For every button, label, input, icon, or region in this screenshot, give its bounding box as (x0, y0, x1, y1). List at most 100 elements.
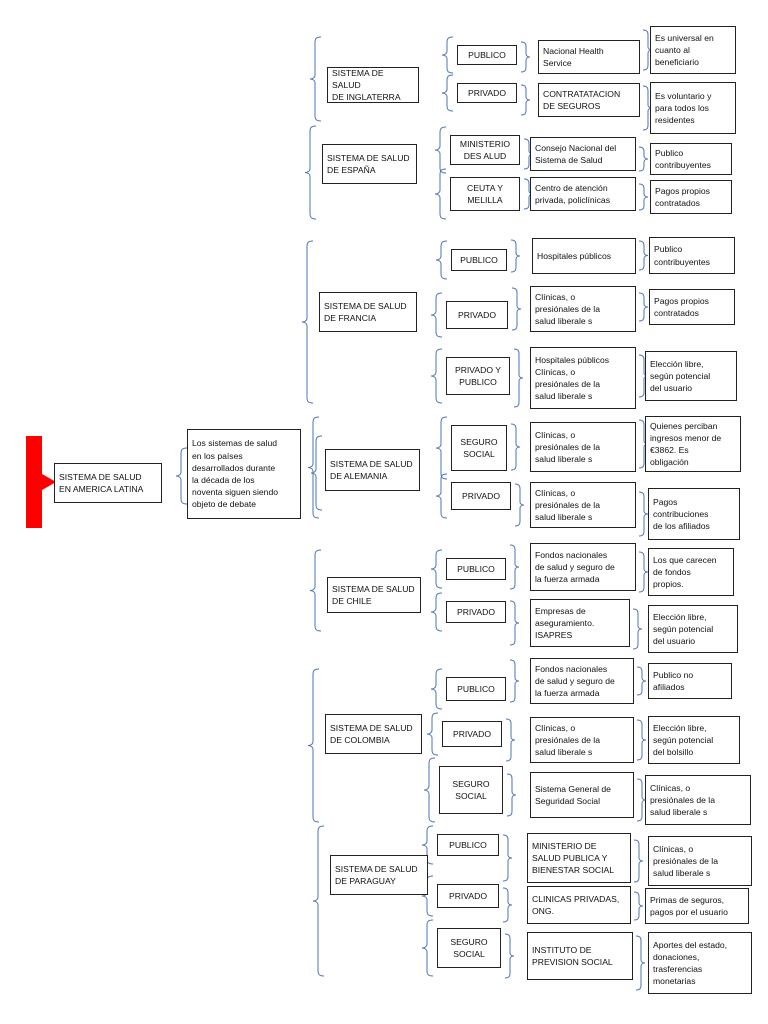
note-box-5-1: Elección libre, según potencial del bols… (648, 716, 740, 764)
type-box-4-1: PRIVADO (446, 601, 506, 623)
brace-detail-6-0 (502, 834, 513, 882)
brace-country-3 (307, 416, 320, 519)
brace-type-3-0 (435, 416, 448, 480)
brace-type-0-0 (441, 36, 454, 74)
type-box-5-1: PRIVADO (442, 721, 502, 747)
brace-detail-4-1 (509, 600, 520, 646)
detail-box-5-2: Sistema General de Seguridad Social (530, 772, 634, 818)
note-box-4-1: Elección libre, según potencial del usua… (648, 605, 738, 653)
brace-detail-2-0 (510, 239, 521, 273)
detail-box-1-0: Consejo Nacional del Sistema de Salud (530, 137, 636, 171)
note-box-3-0: Quienes perciban ingresos menor de €3862… (645, 416, 741, 472)
red-arrow-shape (26, 436, 56, 528)
type-box-0-1: PRIVADO (457, 83, 517, 103)
type-box-0-0: PUBLICO (457, 45, 517, 65)
detail-box-4-1: Empresas de aseguramiento. ISAPRES (530, 599, 630, 647)
intro-box: Los sistemas de salud en los países desa… (187, 429, 301, 519)
country-box-5: SISTEMA DE SALUD DE COLOMBIA (325, 714, 422, 754)
brace-type-1-1 (434, 168, 447, 220)
type-box-4-0: PUBLICO (446, 558, 506, 580)
brace-detail-2-1 (511, 287, 522, 331)
detail-box-1-1: Centro de atención privada, policlínicas (530, 177, 636, 211)
detail-box-2-0: Hospitales públicos (532, 238, 636, 274)
brace-note-6-0 (633, 839, 644, 883)
note-box-0-1: Es voluntario y para todos los residente… (650, 82, 736, 134)
brace-country-1 (304, 125, 317, 220)
detail-box-5-0: Fondos nacionales de salud y seguro de l… (530, 658, 634, 704)
brace-country-5 (307, 668, 320, 823)
brace-detail-0-0 (520, 41, 531, 73)
type-box-6-0: PUBLICO (437, 834, 499, 856)
brace-root-intro (175, 447, 188, 505)
brace-detail-5-0 (509, 659, 520, 703)
type-box-2-1: PRIVADO (446, 301, 508, 329)
type-box-6-2: SEGURO SOCIAL (437, 928, 501, 968)
brace-type-1-0 (434, 126, 447, 174)
brace-type-5-2 (423, 757, 436, 823)
detail-box-0-0: Nacional Health Service (538, 40, 640, 74)
root-box: SISTEMA DE SALUD EN AMERICA LATINA (54, 463, 162, 503)
brace-type-5-0 (430, 668, 443, 710)
type-box-5-2: SEGURO SOCIAL (439, 766, 503, 814)
detail-box-3-0: Clínicas, o presiónales de la salud libe… (530, 422, 636, 472)
brace-detail-3-0 (510, 423, 521, 471)
brace-type-3-1 (435, 473, 448, 519)
detail-box-6-2: INSTITUTO DE PREVISION SOCIAL (527, 932, 633, 980)
brace-note-2-0 (638, 240, 649, 271)
brace-note-1-0 (638, 146, 649, 172)
brace-detail-4-0 (509, 544, 520, 590)
detail-box-2-2: Hospitales públicos Clínicas, o presióna… (530, 347, 636, 409)
country-box-6: SISTEMA DE SALUD DE PARAGUAY (330, 855, 428, 895)
note-box-6-0: Clínicas, o presiónales de la salud libe… (648, 836, 752, 886)
note-box-5-0: Publico no afiliados (648, 663, 732, 699)
type-box-5-0: PUBLICO (446, 677, 506, 701)
brace-detail-0-1 (520, 84, 531, 116)
brace-type-0-1 (441, 74, 454, 112)
note-box-2-2: Elección libre, según potencial del usua… (645, 351, 737, 401)
note-box-1-1: Pagos propios contratados (650, 180, 732, 214)
brace-note-3-1 (638, 491, 649, 537)
brace-detail-6-2 (504, 933, 515, 979)
brace-country-2 (301, 240, 314, 404)
type-box-6-1: PRIVADO (437, 884, 499, 908)
brace-detail-3-1 (514, 483, 525, 527)
brace-type-2-0 (435, 240, 448, 280)
detail-box-2-1: Clínicas, o presiónales de la salud libe… (530, 286, 636, 332)
detail-box-4-0: Fondos nacionales de salud y seguro de l… (530, 543, 636, 591)
country-box-4: SISTEMA DE SALUD DE CHILE (327, 577, 421, 613)
country-box-1: SISTEMA DE SALUD DE ESPAÑA (322, 144, 417, 184)
note-box-6-1: Primas de seguros, pagos por el usuario (645, 888, 749, 924)
note-box-2-0: Publico contribuyentes (649, 237, 735, 274)
brace-note-4-1 (632, 608, 643, 650)
brace-type-2-1 (430, 292, 443, 338)
type-box-1-0: MINISTERIO DES ALUD (450, 135, 520, 165)
type-box-3-0: SEGURO SOCIAL (451, 425, 507, 471)
detail-box-0-1: CONTRATATACION DE SEGUROS (538, 83, 640, 117)
brace-note-6-1 (633, 891, 644, 921)
brace-type-5-1 (426, 712, 439, 756)
brace-intro-countries (310, 435, 323, 511)
note-box-1-0: Publico contribuyentes (650, 143, 732, 175)
brace-note-2-1 (638, 292, 649, 322)
country-box-0: SISTEMA DE SALUD DE INGLATERRA (327, 67, 419, 103)
brace-detail-6-1 (502, 887, 513, 923)
note-box-3-1: Pagos contribuciones de los afiliados (648, 488, 740, 540)
note-box-6-2: Aportes del estado, donaciones, trasfere… (648, 932, 752, 994)
detail-box-5-1: Clínicas, o presiónales de la salud libe… (530, 717, 634, 763)
detail-box-6-1: CLINICAS PRIVADAS, ONG. (527, 886, 631, 924)
brace-detail-2-2 (513, 348, 524, 408)
note-box-0-0: Es universal en cuanto al beneficiario (650, 26, 736, 74)
brace-note-1-1 (638, 183, 649, 211)
country-box-2: SISTEMA DE SALUD DE FRANCIA (319, 292, 417, 332)
type-box-2-0: PUBLICO (451, 249, 507, 271)
brace-type-4-1 (430, 592, 443, 632)
brace-detail-5-2 (506, 773, 517, 817)
note-box-4-0: Los que carecen de fondos propios. (648, 548, 734, 596)
detail-box-6-0: MINISTERIO DE SALUD PUBLICA Y BIENESTAR … (527, 833, 631, 883)
detail-box-3-1: Clínicas, o presiónales de la salud libe… (530, 482, 636, 528)
brace-country-0 (309, 36, 322, 122)
brace-detail-5-1 (505, 718, 516, 762)
brace-type-6-2 (421, 919, 434, 977)
